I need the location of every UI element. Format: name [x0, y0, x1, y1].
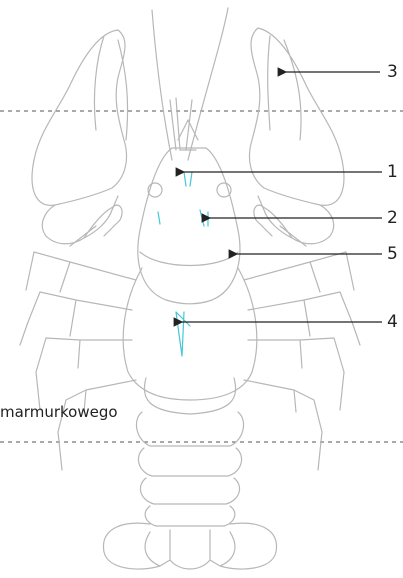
left-claw [32, 30, 128, 205]
label-2: 2 [387, 210, 398, 227]
cervical-groove [140, 252, 238, 266]
abdomen-segment-4 [140, 478, 239, 504]
abdomen-segment-5 [145, 506, 235, 526]
left-leg-4 [58, 380, 136, 470]
right-carpus [254, 205, 292, 238]
left-arm [42, 196, 118, 246]
left-leg-3 [36, 338, 132, 410]
right-arm [258, 196, 334, 246]
label-3: 3 [387, 64, 398, 81]
highlight-areola [176, 312, 190, 356]
label-4: 4 [387, 314, 398, 331]
left-leg-2 [20, 292, 132, 345]
caption-text: marmurkowego [0, 403, 118, 421]
abdomen-segment-3 [138, 448, 241, 476]
left-leg-1 [26, 252, 136, 292]
left-carpus [84, 205, 122, 238]
right-eye [217, 183, 231, 197]
label-5: 5 [387, 246, 398, 263]
label-1: 1 [387, 164, 398, 181]
right-leg-3 [248, 338, 344, 410]
highlight-spines [158, 210, 208, 226]
highlight-rostrum-keel [184, 172, 192, 186]
abdomen-segment-2 [136, 412, 243, 446]
thorax [123, 268, 257, 400]
left-antenna [152, 10, 172, 160]
antennules [170, 98, 192, 150]
right-leg-1 [244, 252, 354, 292]
right-leg-2 [248, 292, 360, 345]
cephalothorax [138, 148, 240, 304]
right-claw [249, 28, 343, 205]
tail-fan [103, 523, 276, 569]
right-leg-4 [244, 380, 322, 470]
right-antenna [188, 8, 228, 160]
